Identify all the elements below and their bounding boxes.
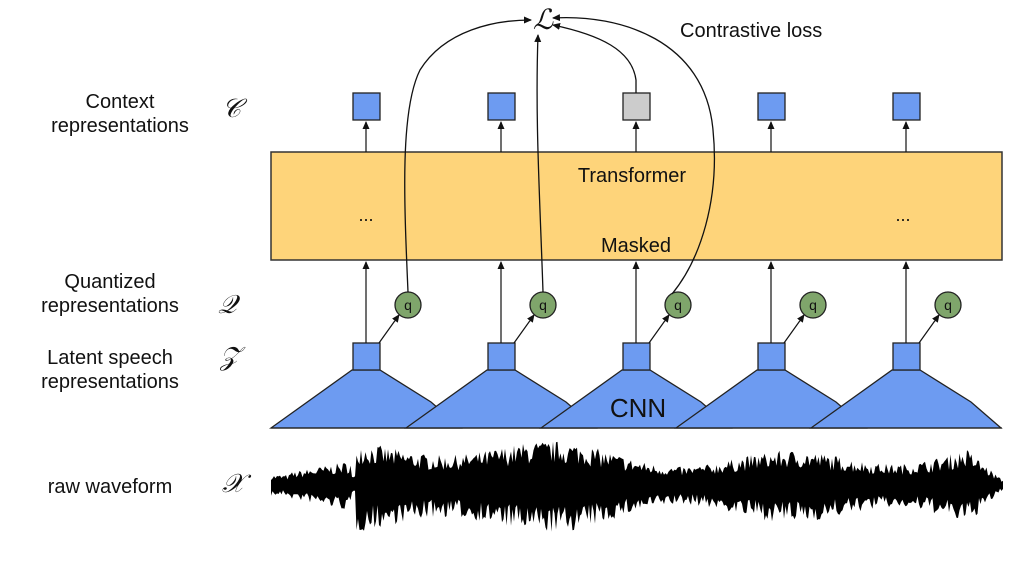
latent-square [892,342,921,371]
quantized-label-line2: representations [41,295,179,317]
latent-label: Latent speech representations [0,346,220,394]
quantizer-label: q [674,297,682,313]
loss-curve-q0 [404,16,532,293]
context-symbol: 𝒞 [222,94,241,124]
context-label-line1: Context [85,91,155,113]
latent-to-quantizer-arrow [378,314,400,344]
latent-to-quantizer-arrow [513,314,535,344]
masked-context-square [622,92,651,121]
latent-to-quantizer-arrow [783,314,805,344]
contrastive-loss-label: Contrastive loss [680,20,822,42]
context-label-line2: representations [51,115,189,137]
context-square [352,92,381,121]
context-square [757,92,786,121]
timestep-column: q [487,92,557,371]
latent-square [622,342,651,371]
latent-to-quantizer-arrow [648,314,670,344]
latent-label-line1: Latent speech [47,347,173,369]
quantizer-label: q [539,297,547,313]
transformer-label: Transformer [578,165,687,187]
loss-curve-q2 [552,14,716,295]
loss-curve-q1 [534,34,544,293]
ellipsis-right: ... [895,205,910,225]
loss-curve-context [552,23,637,93]
quantizer-label: q [809,297,817,313]
raw-waveform-symbol: 𝒳 [222,469,245,499]
cnn-trapezoid [808,369,1003,429]
masked-label: Masked [601,235,671,257]
timestep-column: q [352,92,422,371]
context-square [892,92,921,121]
latent-symbol: 𝒵 [220,342,240,372]
transformer-block [270,151,1003,261]
timestep-column: q [757,92,827,371]
loss-symbol: ℒ [533,3,554,36]
quantizer-node [664,291,692,319]
context-label: Context representations [20,90,220,138]
quantized-symbol: 𝒬 [218,290,237,320]
latent-square [352,342,381,371]
latent-to-quantizer-arrow [918,314,940,344]
waveform-shape [271,441,1003,532]
latent-square [487,342,516,371]
timestep-column: q [622,92,692,371]
contrastive-loss-arrows [404,14,716,295]
quantized-label: Quantized representations [0,270,220,318]
raw-waveform-label: raw waveform [47,476,173,498]
quantizer-label: q [404,297,412,313]
quantizer-label: q [944,297,952,313]
latent-square [757,342,786,371]
ellipsis-left: ... [358,205,373,225]
quantized-label-line1: Quantized [64,271,156,293]
latent-label-line2: representations [41,371,179,393]
quantizer-node [799,291,827,319]
cnn-label: CNN [610,393,666,423]
timestep-column: q [892,92,962,371]
context-square [487,92,516,121]
raw-waveform [271,441,1003,532]
cnn-encoder [268,369,1003,429]
quantizer-node [934,291,962,319]
